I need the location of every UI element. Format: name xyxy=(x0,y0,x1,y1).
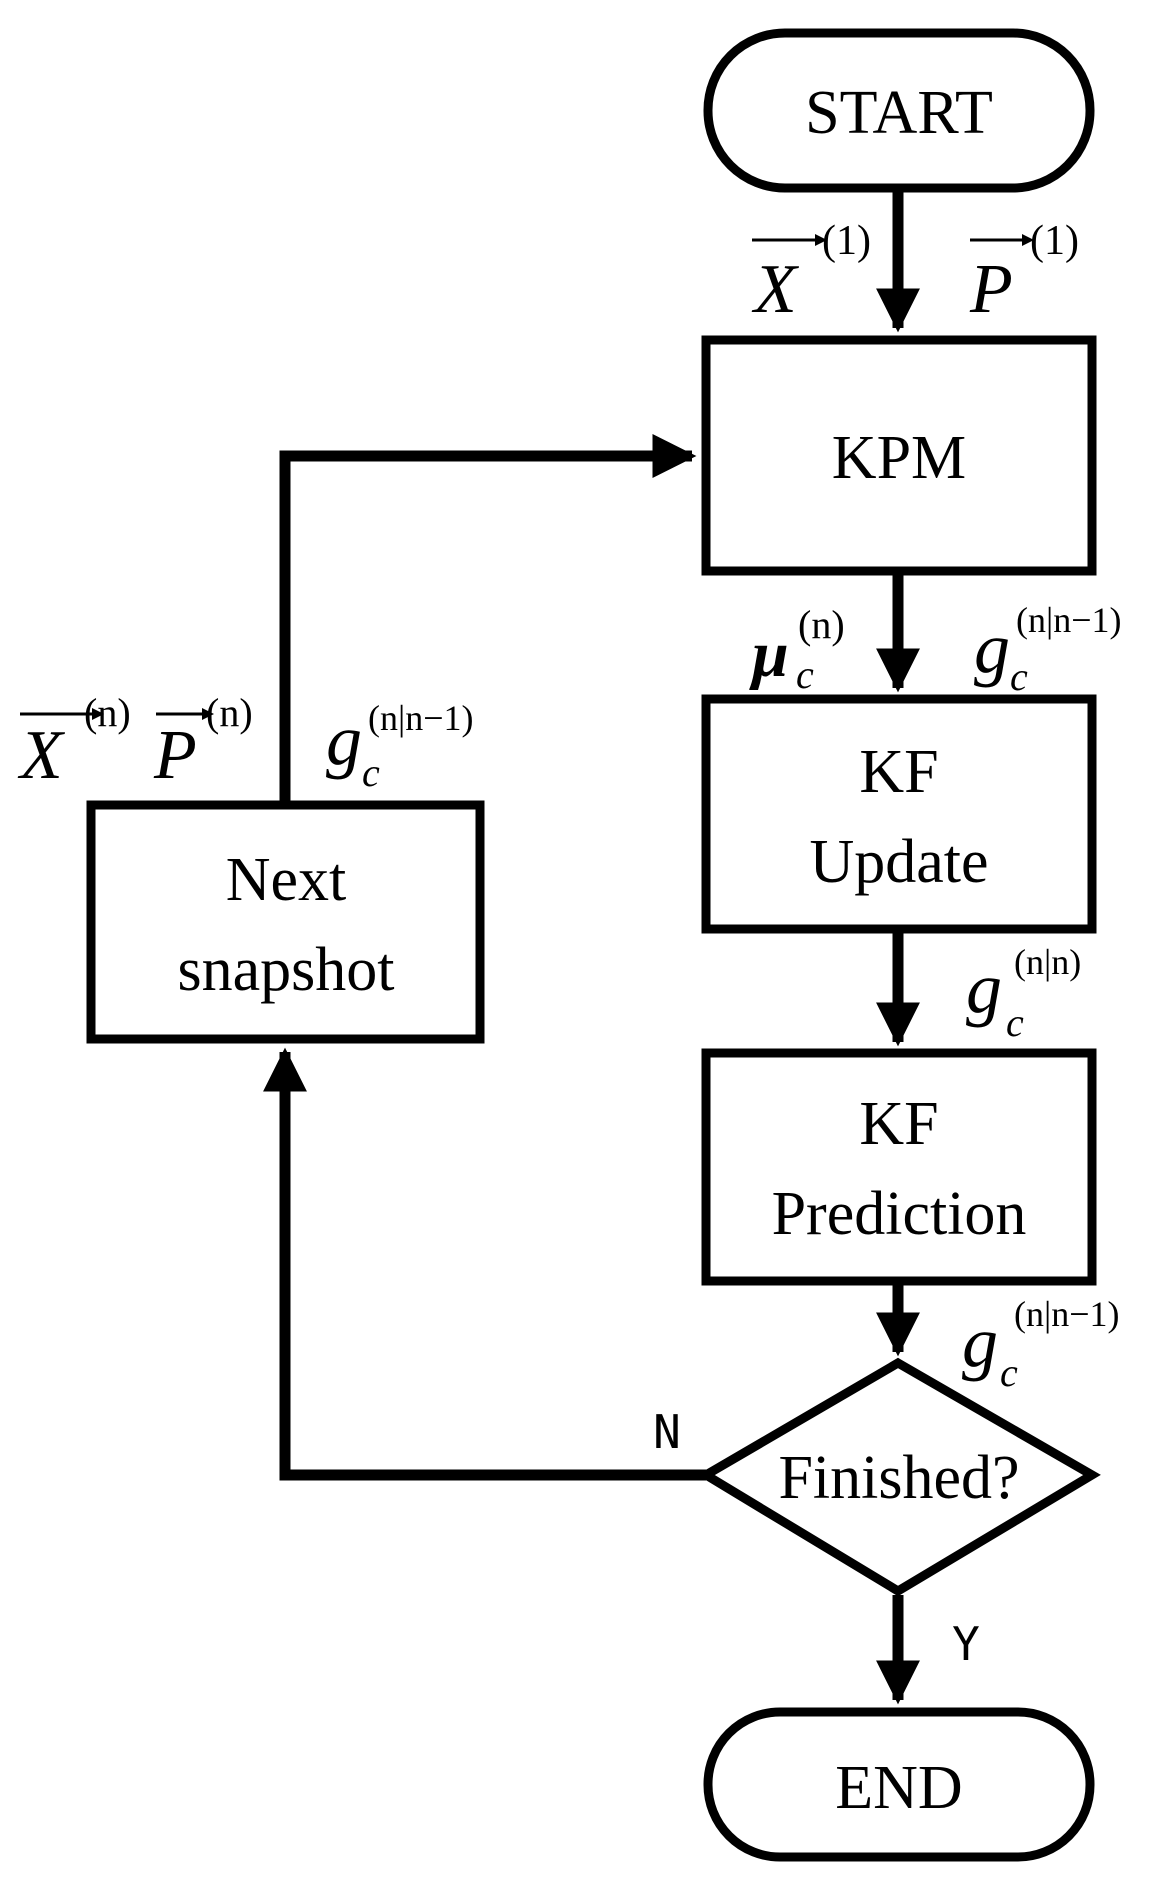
vector-arrow-icon xyxy=(20,708,104,720)
branch-yes-label: Y xyxy=(952,1617,980,1671)
node-shapes xyxy=(86,28,1101,1862)
g-symbol: g xyxy=(962,1302,998,1382)
x-superscript: (1) xyxy=(822,218,871,264)
g-superscript: (n|n) xyxy=(1014,942,1081,982)
arrow-next-snapshot-to-kpm xyxy=(279,434,697,803)
annotation-p-1: P (1) xyxy=(969,218,1079,328)
kf-update-box xyxy=(701,694,1097,934)
end-label: END xyxy=(835,1754,962,1822)
kf-update-label-line1: KF xyxy=(859,738,938,806)
kf-prediction-label-line2: Prediction xyxy=(772,1180,1027,1248)
g-superscript: (n|n−1) xyxy=(368,698,474,738)
x-symbol: X xyxy=(17,717,66,794)
next-snapshot-label-line1: Next xyxy=(226,846,347,914)
kpm-label: KPM xyxy=(832,424,966,492)
g-subscript: c xyxy=(1000,1350,1018,1395)
start-label: START xyxy=(805,79,993,147)
g-symbol: g xyxy=(966,948,1002,1028)
decision-diamond xyxy=(697,1357,1101,1597)
vector-arrow-icon xyxy=(970,234,1034,246)
arrow-decision-no-to-next-snapshot xyxy=(263,1047,706,1481)
kf-prediction-label-line1: KF xyxy=(859,1090,938,1158)
p-symbol: P xyxy=(969,251,1013,328)
mu-symbol: μ xyxy=(749,618,789,691)
p-symbol: P xyxy=(153,717,197,794)
branch-no-label: N xyxy=(653,1405,681,1459)
g-superscript: (n|n−1) xyxy=(1016,600,1122,640)
annotation-g-c-after-prediction: g c (n|n−1) xyxy=(962,1294,1120,1395)
connectors xyxy=(263,190,920,1705)
annotation-g-c-next-snapshot: g c (n|n−1) xyxy=(326,698,474,795)
decision-label: Finished? xyxy=(778,1444,1019,1512)
next-snapshot-box xyxy=(86,800,485,1044)
annotation-mu-c-n: μ c (n) xyxy=(749,602,845,697)
g-symbol: g xyxy=(326,700,362,780)
annotation-p-n: P (n) xyxy=(153,690,253,794)
p-superscript: (1) xyxy=(1030,218,1079,264)
next-snapshot-label-line2: snapshot xyxy=(178,936,395,1004)
annotation-x-1: X (1) xyxy=(751,218,871,328)
annotation-g-c-after-kpm: g c (n|n−1) xyxy=(974,600,1122,699)
x-superscript: (n) xyxy=(84,690,131,735)
start-terminal xyxy=(703,28,1095,193)
vector-arrow-icon xyxy=(156,708,214,720)
g-symbol: g xyxy=(974,608,1010,688)
kf-prediction-box xyxy=(701,1048,1097,1286)
annotation-x-n: X (n) xyxy=(17,690,131,794)
g-subscript: c xyxy=(1010,654,1028,699)
end-terminal xyxy=(703,1707,1095,1862)
annotation-g-c-after-update: g c (n|n) xyxy=(966,942,1081,1045)
p-superscript: (n) xyxy=(206,690,253,735)
x-symbol: X xyxy=(751,251,800,328)
vector-arrow-icon xyxy=(752,234,827,246)
mu-subscript: c xyxy=(796,652,814,697)
g-superscript: (n|n−1) xyxy=(1014,1294,1120,1334)
g-subscript: c xyxy=(1006,1000,1024,1045)
mu-superscript: (n) xyxy=(798,602,845,647)
kpm-box xyxy=(701,335,1097,576)
g-subscript: c xyxy=(362,750,380,795)
kf-update-label-line2: Update xyxy=(809,828,988,896)
